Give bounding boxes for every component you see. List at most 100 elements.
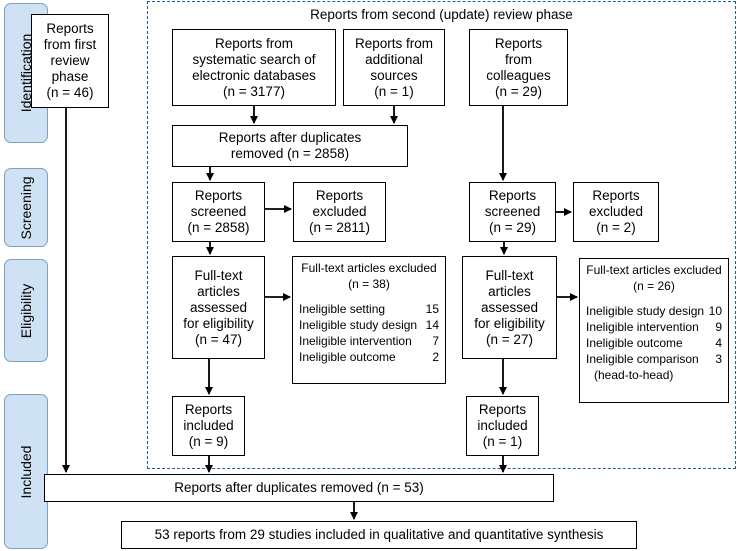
box-line: systematic search of: [192, 51, 316, 67]
box-line: assessed: [189, 299, 248, 315]
box-line: articles: [488, 283, 531, 299]
excluded-box-right: Reports excluded (n = 2): [573, 182, 659, 242]
exclusion-reason-row: Ineligible outcome 4: [586, 335, 722, 351]
box-line: Reports: [315, 188, 364, 203]
box-line: removed (n = 2858): [230, 146, 350, 161]
box-line: (n = 3177): [223, 83, 285, 99]
excluded-count: (n = 38): [348, 277, 390, 291]
exclusion-reason-row: Ineligible setting 15: [299, 301, 439, 317]
included-box-left: Reports included (n = 9): [172, 396, 245, 456]
exclusion-note: (head-to-head): [594, 368, 674, 382]
colleagues-box: Reports from colleagues (n = 29): [469, 29, 568, 106]
fulltext-box-right: Full-text articles assessed for eligibil…: [462, 256, 557, 359]
exclusion-reason-row: Ineligible outcome 2: [299, 349, 439, 365]
box-line: Reports after duplicates removed (n = 53…: [174, 480, 424, 495]
final-synthesis-box: 53 reports from 29 studies included in q…: [121, 521, 637, 549]
excluded-title: Full-text articles excluded: [301, 261, 437, 275]
box-line: screened: [484, 204, 541, 219]
excluded-box-left: Reports excluded (n = 2811): [293, 182, 386, 242]
box-line: Reports from: [354, 35, 434, 51]
box-line: included: [183, 418, 234, 433]
box-line: excluded: [588, 204, 644, 219]
box-line: (n = 1): [482, 434, 523, 449]
reason-count: 14: [425, 318, 439, 332]
box-line: Reports: [478, 402, 527, 417]
exclusion-reason-row: Ineligible intervention 7: [299, 333, 439, 349]
included-box-right: Reports included (n = 1): [466, 396, 539, 456]
box-line: Reports: [46, 21, 94, 36]
fulltext-box-left: Full-text articles assessed for eligibil…: [172, 256, 265, 359]
reason-count: 3: [715, 352, 722, 366]
exclusion-reason-row: Ineligible intervention 9: [586, 319, 722, 335]
box-line: (n = 47): [195, 331, 242, 347]
box-line: review: [50, 53, 90, 68]
box-line: assessed: [480, 299, 539, 315]
box-line: (n = 29): [495, 83, 542, 99]
box-line: electronic databases: [192, 67, 316, 83]
box-line: Full-text: [194, 267, 243, 283]
first-phase-box: Reports from first review phase (n = 46): [31, 14, 109, 108]
box-line: (n = 1): [374, 83, 414, 99]
reason-label: Ineligible study design: [586, 304, 705, 318]
box-line: articles: [197, 283, 240, 299]
box-line: 53 reports from 29 studies included in q…: [154, 527, 604, 542]
box-line: (n = 2811): [309, 220, 370, 235]
excluded-count: (n = 26): [633, 279, 675, 293]
box-line: Reports from: [214, 35, 294, 51]
reason-label: Ineligible setting: [299, 302, 386, 316]
stage-included: Included: [4, 394, 48, 549]
fulltext-excluded-box-right: Full-text articles excluded (n = 26) Ine…: [579, 258, 729, 403]
box-line: colleagues: [486, 67, 551, 83]
box-line: Reports: [184, 402, 233, 417]
reason-label: Ineligible study design: [299, 318, 418, 332]
box-line: screened: [190, 204, 247, 219]
box-line: Reports: [494, 35, 543, 51]
box-line: (n = 2858): [187, 220, 250, 235]
final-after-duplicates-box: Reports after duplicates removed (n = 53…: [44, 474, 554, 502]
databases-box: Reports from systematic search of electr…: [172, 29, 336, 106]
reason-label: Ineligible comparison: [586, 352, 699, 366]
exclusion-reason-row: Ineligible study design 14: [299, 317, 439, 333]
box-line: included: [477, 418, 528, 433]
stage-screening: Screening: [4, 168, 48, 247]
box-line: for eligibility: [183, 315, 254, 331]
box-line: Reports: [488, 188, 537, 203]
update-phase-frame: [147, 1, 736, 469]
excluded-title: Full-text articles excluded: [586, 263, 722, 277]
reason-count: 9: [715, 320, 722, 334]
box-line: Full-text: [485, 267, 534, 283]
reason-count: 7: [432, 334, 439, 348]
box-line: excluded: [312, 204, 367, 219]
reason-label: Ineligible intervention: [299, 334, 412, 348]
reason-label: Ineligible outcome: [586, 336, 683, 350]
reason-count: 15: [425, 302, 439, 316]
reason-count: 10: [708, 304, 722, 318]
fulltext-excluded-box-left: Full-text articles excluded (n = 38) Ine…: [292, 256, 446, 384]
exclusion-reason-row: Ineligible comparison 3: [586, 351, 722, 367]
box-line: (n = 46): [46, 85, 94, 100]
box-line: from first: [43, 37, 97, 52]
box-line: phase: [51, 69, 89, 84]
reason-count: 2: [432, 350, 439, 364]
box-line: Reports: [592, 188, 640, 203]
box-line: (n = 29): [489, 220, 536, 235]
reason-label: Ineligible outcome: [299, 350, 396, 364]
box-line: for eligibility: [474, 315, 545, 331]
box-line: sources: [370, 67, 418, 83]
stage-eligibility: Eligibility: [4, 259, 48, 362]
screened-box-right: Reports screened (n = 29): [469, 182, 556, 242]
box-line: (n = 27): [486, 331, 533, 347]
box-line: additional: [365, 51, 423, 67]
box-line: from: [505, 51, 532, 67]
box-line: Reports after duplicates: [218, 130, 362, 145]
reason-count: 4: [715, 336, 722, 350]
after-duplicates-box: Reports after duplicates removed (n = 28…: [172, 125, 408, 167]
screened-box-left: Reports screened (n = 2858): [172, 182, 265, 242]
box-line: Reports: [194, 188, 243, 203]
box-line: (n = 9): [188, 434, 229, 449]
additional-sources-box: Reports from additional sources (n = 1): [343, 29, 445, 106]
box-line: (n = 2): [596, 220, 636, 235]
reason-label: Ineligible intervention: [586, 320, 699, 334]
